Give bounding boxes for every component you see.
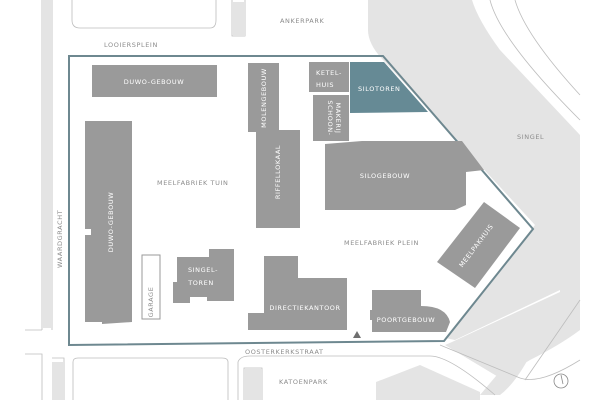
building-directiekantoor[interactable]: [248, 256, 347, 330]
label-ankerpark: ANKERPARK: [280, 17, 324, 25]
label-poortgebouw: POORTGEBOUW: [377, 316, 436, 324]
label-ketelhuis-1: KETEL-: [316, 69, 342, 77]
label-ketelhuis-2: HUIS: [316, 81, 334, 89]
building-meelpakhuis[interactable]: [437, 202, 520, 288]
building-poortgebouw[interactable]: [370, 290, 450, 332]
label-riffellokaal: RIFFELLOKAAL: [274, 145, 282, 199]
canal-bottom: [52, 362, 64, 400]
label-duwo-top: DUWO-GEBOUW: [124, 78, 184, 86]
entrance-marker-icon: [353, 331, 361, 338]
label-directiekantoor: DIRECTIEKANTOOR: [269, 304, 340, 312]
label-meelfabriek-plein: MEELFABRIEK PLEIN: [344, 239, 419, 247]
label-silotoren: SILOTOREN: [358, 85, 401, 93]
building-riffellokaal[interactable]: [256, 130, 300, 228]
building-schoonmakerij[interactable]: [313, 95, 349, 141]
label-looiersplein: LOOIERSPLEIN: [104, 41, 158, 49]
canal-katoenpark: [245, 368, 261, 400]
label-meelfabriek-tuin: MEELFABRIEK TUIN: [157, 179, 228, 187]
label-katoenpark: KATOENPARK: [279, 378, 328, 386]
label-schoonmakerij-2: MAKERIJ: [334, 103, 342, 134]
label-garage: GARAGE: [147, 287, 155, 318]
building-duwo-left[interactable]: [85, 121, 132, 324]
label-duwo-left: DUWO-GEBOUW: [107, 192, 115, 252]
label-singeltoren-1: SINGEL-: [188, 266, 218, 274]
water-katoenpark: [376, 365, 480, 400]
building-duwo-top[interactable]: [92, 65, 217, 97]
label-schoonmakerij-1: SCHOON-: [326, 100, 334, 135]
building-silogebouw[interactable]: [325, 141, 484, 210]
building-garage[interactable]: [141, 254, 161, 320]
building-molengebouw[interactable]: [248, 63, 279, 132]
building-singeltoren[interactable]: [173, 249, 234, 303]
label-singeltoren-2: TOREN: [187, 279, 214, 287]
building-silotoren[interactable]: [350, 62, 428, 113]
canal-top: [233, 2, 245, 36]
singel-water-lower: [445, 290, 580, 378]
building-ketelhuis[interactable]: [309, 62, 349, 92]
label-molengebouw: MOLENGEBOUW: [260, 68, 268, 128]
compass-icon: [553, 373, 569, 389]
label-singel: SINGEL: [517, 133, 544, 141]
waardgracht-canal: [43, 0, 52, 328]
label-waardgracht: WAARDGRACHT: [56, 210, 64, 268]
label-oosterkerkstraat: OOSTERKERKSTRAAT: [245, 348, 324, 356]
label-silogebouw: SILOGEBOUW: [360, 172, 410, 180]
site-boundary: [68, 55, 535, 347]
